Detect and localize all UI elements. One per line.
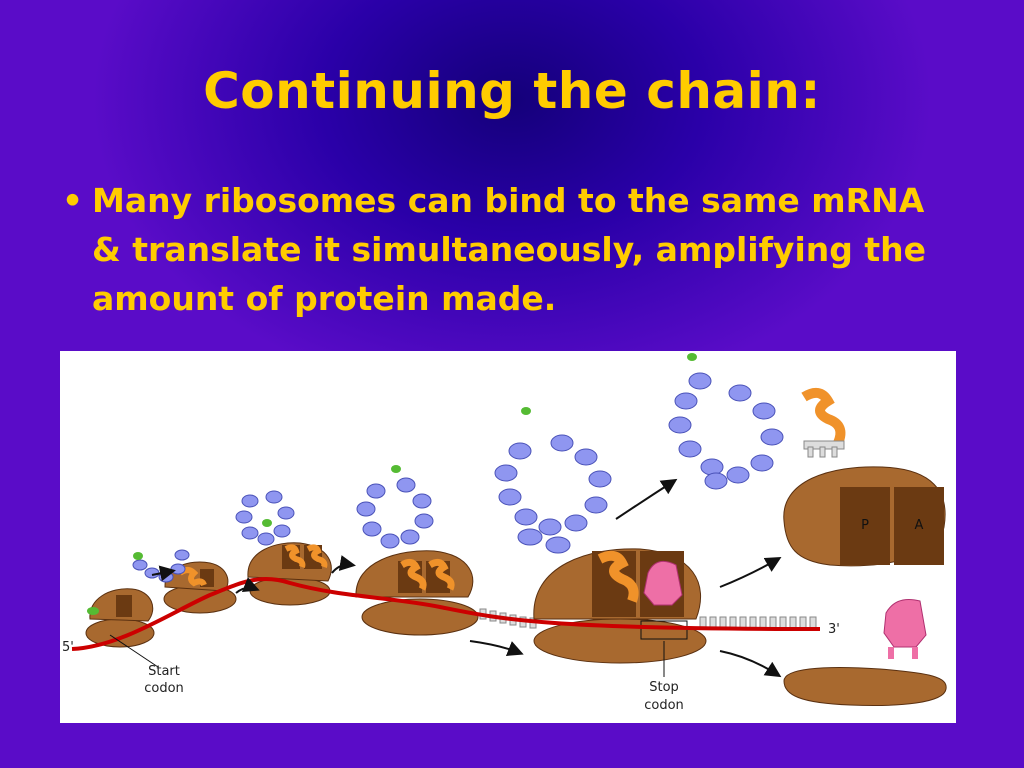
stop-codon-label-2: codon: [644, 698, 684, 713]
bullet-marker: •: [62, 181, 84, 220]
movement-arrows: [151, 478, 782, 678]
released-large-subunit: P A: [783, 466, 946, 567]
three-prime-label: 3': [828, 622, 840, 637]
five-prime-label: 5': [62, 640, 74, 655]
stop-codon-label-1: Stop: [649, 680, 679, 695]
slide-title: Continuing the chain:: [203, 62, 821, 120]
ribosome-4: [355, 550, 479, 636]
bullet-item: • Many ribosomes can bind to the same mR…: [62, 176, 962, 323]
released-small-subunit: [783, 667, 947, 706]
released-trna: [801, 387, 846, 458]
ribosome-1: [85, 588, 155, 648]
a-site-label: A: [915, 518, 924, 533]
ribosome-3: [247, 542, 332, 606]
p-site-label: P: [861, 518, 869, 533]
released-release-factor: [883, 599, 927, 659]
polypeptide-chains: [132, 372, 784, 583]
bullet-list: • Many ribosomes can bind to the same mR…: [62, 176, 962, 323]
mrna-strand: [71, 576, 821, 651]
start-codon-label-2: codon: [144, 681, 184, 696]
start-codon-label-1: Start: [148, 664, 180, 679]
start-amino-acids: [133, 353, 697, 560]
polysome-svg: P A 5' 3' Start codon: [62, 353, 947, 713]
ribosome-5: [533, 548, 707, 664]
bullet-text: Many ribosomes can bind to the same mRNA…: [92, 181, 927, 318]
polysome-diagram: P A 5' 3' Start codon: [60, 351, 956, 723]
